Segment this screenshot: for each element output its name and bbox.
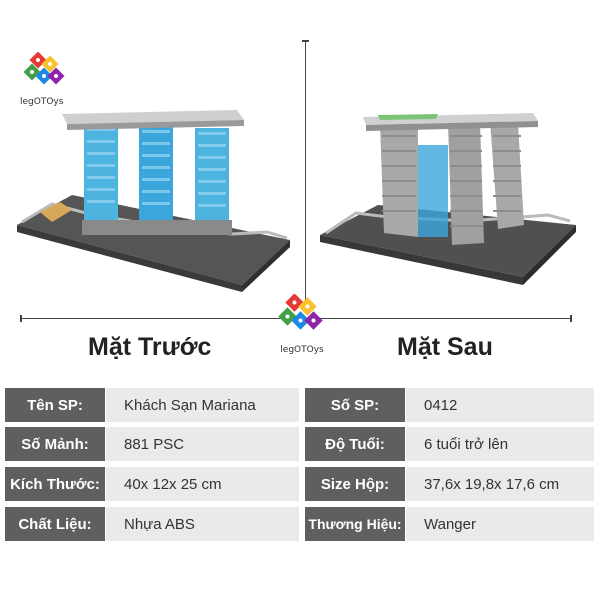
spec-value-dimensions: 40x 12x 25 cm [106,467,299,501]
spec-label-box-size: Size Hộp: [305,467,405,501]
spec-value-brand: Wanger [406,507,594,541]
spec-label-brand: Thương Hiệu: [305,507,405,541]
spec-label-product-name: Tên SP: [5,388,105,422]
spec-value-box-size: 37,6x 19,8x 17,6 cm [406,467,594,501]
back-caption: Mặt Sau [397,333,493,361]
logo-icon [23,51,65,85]
spec-label-material: Chất Liệu: [5,507,105,541]
spec-label-product-number: Số SP: [305,388,405,422]
center-logo-icon [278,293,323,330]
spec-value-product-name: Khách Sạn Mariana [106,388,299,422]
center-logo-text: legOTOys [280,345,324,355]
vertical-divider [302,40,309,310]
spec-value-piece-count: 881 PSC [106,427,299,461]
front-caption: Mặt Trước [88,333,212,361]
spec-value-material: Nhựa ABS [106,507,299,541]
spec-value-age: 6 tuổi trở lên [406,427,594,461]
logo-text: legOTOys [20,97,64,107]
spec-label-dimensions: Kích Thước: [5,467,105,501]
spec-value-product-number: 0412 [406,388,594,422]
center-logo: legOTOys [274,293,330,355]
spec-label-piece-count: Số Mảnh: [5,427,105,461]
front-model-image [17,110,290,292]
spec-label-age: Độ Tuổi: [305,427,405,461]
back-model-image [320,113,576,285]
brand-logo: legOTOys [20,51,70,107]
